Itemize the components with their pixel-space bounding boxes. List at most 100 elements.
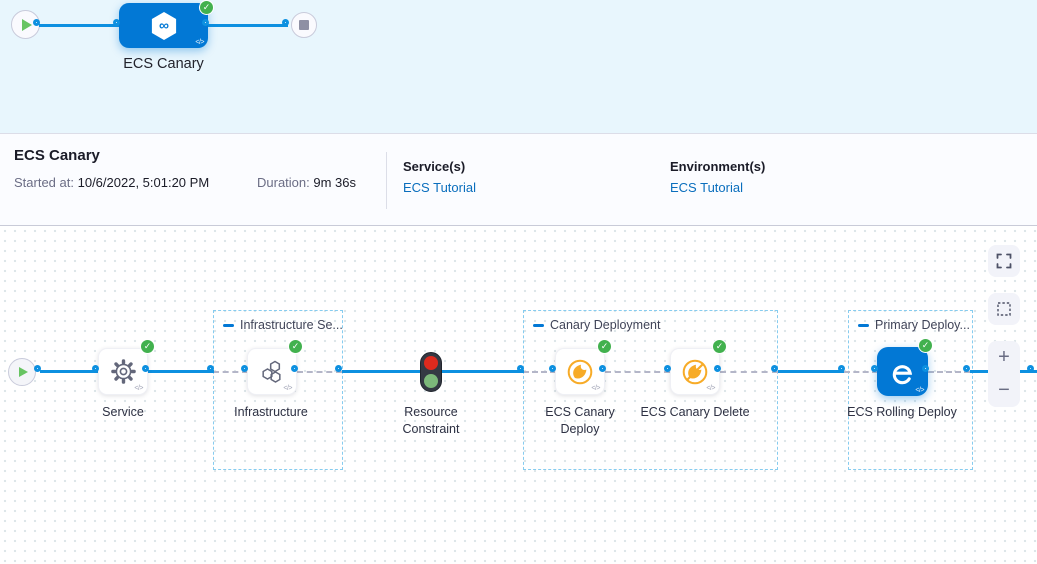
step-card-infrastructure[interactable]: </> [247, 348, 297, 395]
red-light [424, 356, 438, 370]
svg-text:∞: ∞ [159, 17, 169, 33]
step-label: ECS Rolling Deploy [847, 405, 957, 419]
port [33, 365, 41, 372]
port [663, 365, 671, 372]
code-icon: </> [915, 387, 924, 394]
collapse-icon[interactable] [858, 323, 869, 327]
play-icon [22, 18, 32, 31]
step-card-ecs-canary-deploy[interactable]: </> [555, 348, 605, 395]
code-icon: </> [283, 385, 292, 392]
canary-icon [567, 359, 593, 384]
port [548, 365, 556, 372]
wire-dashed [523, 370, 556, 373]
green-light [424, 374, 438, 388]
fullscreen-button[interactable] [988, 245, 1020, 277]
stop-icon [299, 20, 309, 30]
stage-node-ecs-canary[interactable]: ∞ </> [119, 3, 208, 48]
step-label: ECS Canary Deploy [545, 405, 615, 436]
play-icon [19, 367, 28, 377]
collapse-icon[interactable] [533, 323, 544, 327]
execution-title: ECS Canary [14, 147, 100, 164]
step-card-ecs-canary-delete[interactable]: </> [670, 348, 720, 395]
port [32, 18, 40, 26]
port [770, 365, 778, 372]
zoom-controls: + − [988, 341, 1020, 407]
port [837, 365, 845, 372]
success-badge-icon: ✓ [288, 339, 303, 354]
zoom-out-button[interactable]: − [998, 379, 1010, 401]
port [334, 365, 342, 372]
wire [778, 370, 844, 373]
stage-start-node[interactable] [8, 358, 36, 386]
fullscreen-icon [996, 253, 1012, 269]
group-header-infrastructure[interactable]: Infrastructure Se... [223, 318, 343, 332]
divider [386, 152, 387, 209]
port [962, 365, 970, 372]
group-header-primary-deployment[interactable]: Primary Deploy... [858, 318, 970, 332]
group-infrastructure-section: Infrastructure Se... [213, 310, 343, 470]
group-label: Infrastructure Se... [240, 318, 343, 332]
wire-dashed [720, 370, 778, 373]
group-primary-deployment: Primary Deploy... [848, 310, 973, 470]
port [921, 365, 929, 372]
wire [148, 370, 214, 373]
port [1026, 365, 1034, 372]
success-badge-icon: ✓ [140, 339, 155, 354]
success-badge-icon: ✓ [712, 339, 727, 354]
collapse-icon[interactable] [223, 323, 234, 327]
port [290, 365, 298, 372]
duration: Duration: 9m 36s [257, 175, 356, 190]
execution-header: ECS Canary Started at: 10/6/2022, 5:01:2… [0, 134, 1037, 226]
stage-label[interactable]: ECS Canary [123, 56, 204, 72]
gear-icon [110, 359, 136, 384]
harness-deploy-icon: ∞ [151, 11, 176, 40]
marquee-select-icon [997, 302, 1011, 316]
step-label: Service [102, 405, 144, 419]
port [240, 365, 248, 372]
wire-dashed [213, 370, 248, 373]
group-header-canary-deployment[interactable]: Canary Deployment [533, 318, 660, 332]
environments-label: Environment(s) [670, 159, 766, 174]
wire-dashed [297, 370, 342, 373]
pipeline-end-node[interactable] [291, 12, 317, 38]
resource-constraint-traffic-light-icon[interactable] [420, 352, 442, 392]
wire [208, 23, 288, 27]
port [713, 365, 721, 372]
marquee-select-button[interactable] [988, 293, 1020, 325]
duration-value: 9m 36s [313, 175, 357, 190]
port [281, 18, 289, 26]
canary-delete-icon [682, 359, 708, 384]
step-card-service[interactable]: </> [98, 348, 148, 395]
code-icon: </> [591, 385, 600, 392]
port [516, 365, 524, 372]
step-label: Resource Constraint [402, 405, 460, 436]
port [870, 365, 878, 372]
wire-dashed [844, 370, 878, 373]
success-badge-icon: ✓ [199, 0, 214, 15]
step-label: ECS Canary Delete [640, 405, 750, 419]
services-label: Service(s) [403, 159, 466, 174]
wire [441, 370, 524, 373]
wire-dashed [928, 370, 970, 373]
port [206, 365, 214, 372]
duration-label: Duration: [257, 175, 310, 190]
hexagon-cluster-icon [262, 360, 281, 383]
port [201, 18, 209, 26]
started-label: Started at: [14, 175, 74, 190]
group-label: Canary Deployment [550, 318, 661, 332]
success-badge-icon: ✓ [918, 338, 933, 353]
success-badge-icon: ✓ [597, 339, 612, 354]
execution-graph-canvas[interactable]: Infrastructure Se... Canary Deployment P… [0, 226, 1037, 564]
started-value: 10/6/2022, 5:01:20 PM [77, 175, 210, 190]
wire-dashed [605, 370, 670, 373]
services-link[interactable]: ECS Tutorial [403, 180, 476, 195]
environments-link[interactable]: ECS Tutorial [670, 180, 743, 195]
zoom-in-button[interactable]: + [998, 346, 1010, 368]
step-card-ecs-rolling-deploy[interactable]: </> [877, 347, 928, 396]
group-label: Primary Deploy... [875, 318, 970, 332]
code-icon: </> [195, 39, 204, 46]
wire [342, 370, 421, 373]
port [112, 18, 120, 26]
wire [39, 23, 119, 27]
